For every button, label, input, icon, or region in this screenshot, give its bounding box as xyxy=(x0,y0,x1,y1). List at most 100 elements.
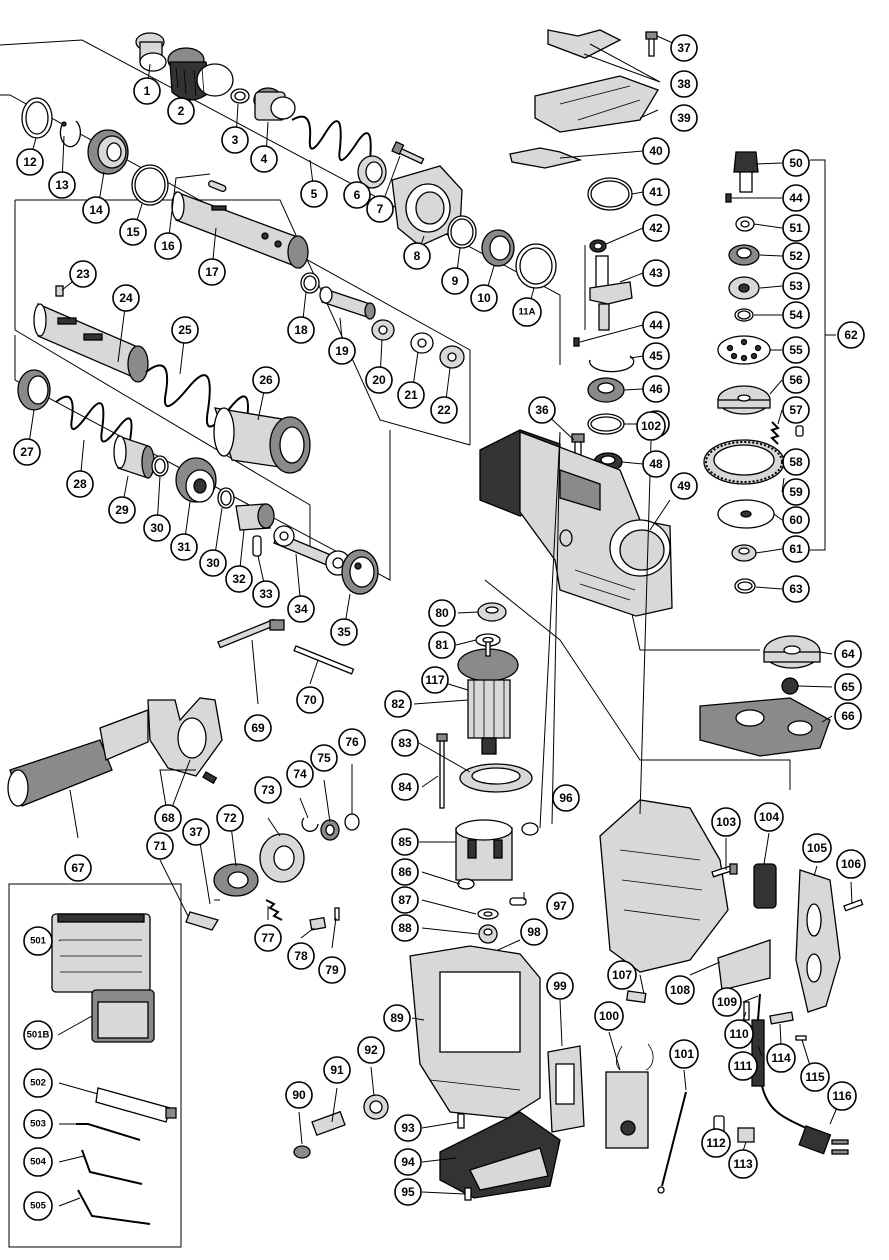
part-78-block xyxy=(309,916,327,931)
svg-text:59: 59 xyxy=(789,485,803,499)
callout-36: 36 xyxy=(528,396,556,424)
svg-text:70: 70 xyxy=(303,693,317,707)
callout-53: 53 xyxy=(782,272,810,300)
svg-text:116: 116 xyxy=(832,1089,852,1103)
callout-72: 72 xyxy=(216,804,244,832)
part-85-stator xyxy=(455,819,513,881)
svg-text:75: 75 xyxy=(317,751,331,765)
callout-87: 87 xyxy=(391,886,419,914)
part-102-handle-cover xyxy=(599,799,729,973)
svg-text:6: 6 xyxy=(354,188,361,202)
part-50-pinion xyxy=(733,151,759,193)
svg-text:89: 89 xyxy=(390,1011,404,1025)
svg-text:26: 26 xyxy=(259,373,273,387)
part-46-bearing xyxy=(587,377,625,403)
part-93-screw xyxy=(457,1113,465,1129)
svg-text:86: 86 xyxy=(398,865,412,879)
svg-text:94: 94 xyxy=(401,1155,415,1169)
svg-text:49: 49 xyxy=(677,479,691,493)
svg-text:69: 69 xyxy=(251,721,265,735)
part-52-bearing xyxy=(728,244,760,266)
svg-text:33: 33 xyxy=(259,587,273,601)
svg-text:39: 39 xyxy=(677,111,691,125)
part-7-bolt xyxy=(391,140,425,165)
callout-39: 39 xyxy=(670,104,698,132)
part-83-fan-guide xyxy=(459,763,533,793)
svg-text:51: 51 xyxy=(789,221,803,235)
callout-27: 27 xyxy=(13,438,41,466)
callout-111: 111 xyxy=(728,1051,758,1081)
callout-11a: 11A xyxy=(512,297,542,327)
callout-18: 18 xyxy=(287,316,315,344)
part-501b-case xyxy=(91,989,155,1043)
callout-503: 503 xyxy=(23,1109,53,1139)
part-61-bearing xyxy=(731,544,757,562)
part-77-spring xyxy=(265,899,283,921)
svg-text:35: 35 xyxy=(337,625,351,639)
callout-113: 113 xyxy=(728,1149,758,1179)
svg-text:12: 12 xyxy=(23,155,37,169)
svg-text:15: 15 xyxy=(126,225,140,239)
callout-505: 505 xyxy=(23,1191,53,1221)
callout-103: 103 xyxy=(711,807,741,837)
callout-44-left: 44 xyxy=(642,311,670,339)
svg-text:501B: 501B xyxy=(27,1030,50,1041)
part-66-inner-cover xyxy=(699,697,831,757)
svg-text:68: 68 xyxy=(161,811,175,825)
callout-69: 69 xyxy=(244,714,272,742)
svg-text:71: 71 xyxy=(153,839,167,853)
svg-text:55: 55 xyxy=(789,343,803,357)
svg-text:102: 102 xyxy=(641,419,661,433)
callout-82: 82 xyxy=(384,690,412,718)
callout-96: 96 xyxy=(552,784,580,812)
part-92-brush-holder xyxy=(363,1094,389,1120)
part-54-ring xyxy=(734,308,754,322)
part-103-screw xyxy=(711,863,738,878)
callout-56: 56 xyxy=(782,366,810,394)
svg-text:62: 62 xyxy=(844,328,858,342)
callout-35: 35 xyxy=(330,618,358,646)
callout-100: 100 xyxy=(594,1001,624,1031)
part-12-ring xyxy=(21,97,53,139)
part-57-spring xyxy=(770,421,780,445)
svg-text:88: 88 xyxy=(398,921,412,935)
part-42-ring xyxy=(589,239,607,253)
part-45-retaining-ring xyxy=(589,355,635,373)
svg-text:63: 63 xyxy=(789,582,803,596)
callout-108: 108 xyxy=(665,975,695,1005)
svg-text:66: 66 xyxy=(841,709,855,723)
callout-44-right: 44 xyxy=(782,184,810,212)
callout-105: 105 xyxy=(802,833,832,863)
callout-99: 99 xyxy=(546,972,574,1000)
part-94-bottom-cover xyxy=(439,1111,561,1199)
part-21-washer xyxy=(410,332,434,354)
callout-46: 46 xyxy=(642,375,670,403)
callout-501: 501 xyxy=(23,926,53,956)
svg-text:105: 105 xyxy=(807,841,827,855)
svg-text:38: 38 xyxy=(677,77,691,91)
callout-8: 8 xyxy=(403,242,431,270)
svg-text:45: 45 xyxy=(649,349,663,363)
svg-text:112: 112 xyxy=(706,1136,726,1150)
callout-109: 109 xyxy=(712,987,742,1017)
callout-13: 13 xyxy=(48,171,76,199)
callout-62: 62 xyxy=(837,321,865,349)
callout-94: 94 xyxy=(394,1148,422,1176)
callout-12: 12 xyxy=(16,148,44,176)
svg-text:83: 83 xyxy=(398,736,412,750)
callout-61: 61 xyxy=(782,535,810,563)
part-95-screw xyxy=(464,1187,472,1201)
svg-text:16: 16 xyxy=(161,239,175,253)
part-86-washer xyxy=(457,878,475,890)
svg-text:78: 78 xyxy=(294,949,308,963)
callout-60: 60 xyxy=(782,506,810,534)
callout-30-upper: 30 xyxy=(143,514,171,542)
callout-73: 73 xyxy=(254,776,282,804)
svg-text:104: 104 xyxy=(759,810,779,824)
part-101-lead-wire xyxy=(657,1091,687,1194)
svg-text:73: 73 xyxy=(261,783,275,797)
svg-text:5: 5 xyxy=(311,187,318,201)
part-16-pin xyxy=(208,180,227,193)
part-87-washer xyxy=(477,908,499,920)
